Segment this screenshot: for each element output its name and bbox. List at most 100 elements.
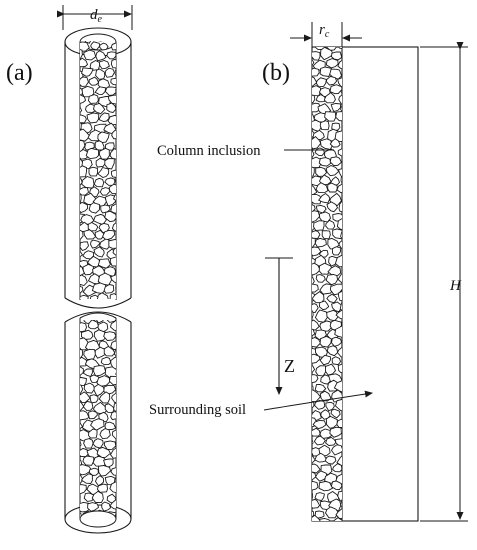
gravel-stone bbox=[319, 120, 330, 131]
gravel-stone bbox=[343, 284, 352, 291]
gravel-stone bbox=[89, 394, 99, 404]
gravel-stone bbox=[321, 230, 331, 240]
gravel-stone bbox=[319, 335, 332, 348]
gravel-stone bbox=[337, 363, 342, 373]
gravel-stone bbox=[312, 136, 322, 150]
gravel-stone bbox=[96, 483, 108, 493]
gravel-stone bbox=[80, 366, 84, 377]
gravel-stone bbox=[117, 438, 129, 448]
gravel-stone bbox=[336, 346, 342, 358]
panel-b-label: (b) bbox=[262, 60, 290, 86]
gravel-stone bbox=[107, 94, 116, 105]
gravel-stone bbox=[91, 490, 104, 503]
gravel-stone bbox=[331, 356, 342, 366]
gravel-stone bbox=[103, 440, 116, 450]
gravel-stone bbox=[96, 446, 111, 458]
gravel-stone bbox=[115, 372, 116, 376]
gravel-stone bbox=[83, 49, 97, 61]
gravel-stone bbox=[336, 218, 342, 230]
gravel-stone bbox=[331, 301, 342, 313]
gravel-stone bbox=[80, 241, 89, 252]
gravel-stone bbox=[87, 502, 100, 512]
gravel-stone bbox=[104, 421, 116, 431]
gravel-stone bbox=[325, 415, 338, 429]
gravel-stone bbox=[80, 410, 90, 421]
gravel-stone bbox=[104, 210, 116, 223]
gravel-stone bbox=[312, 246, 322, 257]
gravel-stone bbox=[337, 290, 342, 302]
gravel-stone bbox=[83, 492, 95, 502]
gravel-stone bbox=[109, 481, 116, 494]
gravel-stone bbox=[111, 392, 116, 404]
gravel-stone bbox=[80, 322, 87, 333]
gravel-stone bbox=[312, 510, 315, 518]
gravel-stone bbox=[335, 111, 342, 122]
gravel-stone bbox=[337, 148, 342, 157]
gravel-stone bbox=[106, 102, 116, 113]
gravel-stone bbox=[97, 131, 110, 144]
gravel-stone bbox=[80, 105, 83, 114]
gravel-stone bbox=[337, 77, 342, 88]
gravel-stone bbox=[111, 429, 116, 440]
gravel-stone bbox=[80, 114, 87, 124]
gravel-stone bbox=[323, 92, 336, 104]
gravel-stone bbox=[117, 230, 129, 241]
gravel-stone bbox=[88, 410, 98, 420]
gravel-stone bbox=[332, 228, 342, 240]
gravel-stone bbox=[104, 403, 115, 413]
gravel-stone bbox=[97, 272, 113, 286]
gravel-stone bbox=[105, 142, 115, 151]
gravel-stone bbox=[331, 122, 341, 132]
gravel-stone bbox=[327, 182, 338, 193]
gravel-stone bbox=[93, 383, 105, 397]
gravel-stone bbox=[80, 484, 87, 495]
gravel-stone bbox=[312, 337, 322, 348]
gravel-stone bbox=[110, 42, 116, 51]
gravel-stone bbox=[312, 427, 321, 437]
gravel-stone bbox=[109, 293, 116, 299]
gravel-stone bbox=[98, 112, 110, 122]
gravel-stone bbox=[343, 410, 354, 420]
gravel-stone bbox=[80, 57, 89, 68]
gravel-stone bbox=[80, 266, 85, 277]
gravel-stone bbox=[312, 353, 321, 364]
gravel-stone bbox=[117, 421, 127, 431]
gravel-stone bbox=[90, 418, 105, 431]
gravel-stone bbox=[344, 248, 354, 257]
gravel-stone bbox=[114, 495, 116, 502]
gravel-stone bbox=[80, 473, 93, 484]
gravel-stone bbox=[324, 506, 340, 519]
gravel-stone bbox=[312, 184, 318, 196]
gravel-stone bbox=[325, 75, 338, 86]
gravel-stone bbox=[104, 86, 116, 96]
gravel-stone bbox=[312, 51, 321, 61]
gravel-stone bbox=[320, 47, 334, 61]
gravel-stone bbox=[80, 128, 91, 142]
gravel-stone bbox=[312, 463, 321, 474]
gravel-stone bbox=[114, 320, 116, 321]
gravel-stone bbox=[106, 51, 116, 60]
gravel-stone bbox=[337, 490, 342, 502]
gravel-stone bbox=[326, 293, 338, 304]
panel-b: (b) rc H Z Col bbox=[149, 22, 468, 535]
gravel-stone bbox=[95, 50, 107, 62]
gravel-stone bbox=[115, 128, 116, 131]
gravel-stone bbox=[111, 222, 116, 232]
gravel-stone bbox=[319, 390, 332, 402]
gravel-stone bbox=[99, 147, 110, 160]
gravel-stone bbox=[80, 178, 83, 186]
gravel-stone bbox=[338, 168, 342, 178]
gravel-stone bbox=[115, 267, 116, 270]
diameter-label: de bbox=[90, 7, 103, 25]
column-inclusion-callout: Column inclusion bbox=[157, 143, 261, 159]
gravel-stone bbox=[312, 237, 316, 249]
gravel-stone bbox=[117, 386, 127, 395]
gravel-stone bbox=[340, 231, 342, 240]
gravel-stone bbox=[115, 88, 116, 94]
gravel-stone bbox=[314, 527, 325, 535]
gravel-stone bbox=[111, 129, 116, 140]
gravel-stone bbox=[341, 198, 342, 201]
gravel-stone bbox=[326, 47, 337, 51]
gravel-stone bbox=[335, 508, 342, 520]
gravel-stone bbox=[340, 498, 342, 508]
